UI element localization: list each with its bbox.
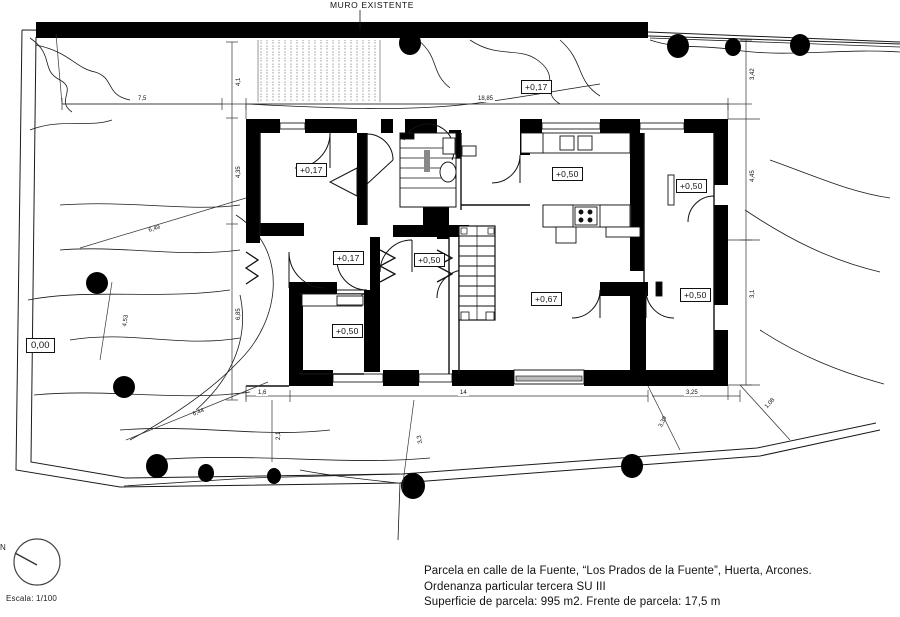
paving-hatch	[258, 40, 380, 102]
existing-wall	[36, 22, 900, 48]
dimension-text: 4,1	[236, 77, 242, 86]
dimension-text: 3,3	[416, 434, 424, 444]
caption-line-2: Ordenanza particular tercera SU III	[424, 580, 606, 593]
caption-line-1: Parcela en calle de la Fuente, “Los Prad…	[424, 565, 812, 577]
elevation-marker: +0,17	[296, 163, 327, 177]
datum-marker: 0,00	[26, 338, 55, 353]
elevation-marker: +0,50	[332, 324, 363, 338]
dimension-text: 3,25	[684, 390, 700, 396]
elevation-marker: +0,17	[333, 251, 364, 265]
furniture-misc	[301, 132, 675, 307]
elevation-marker: +0,50	[680, 288, 711, 302]
dimension-text: 3,1	[750, 289, 756, 298]
stair-main	[458, 225, 496, 321]
terrain-curves	[27, 37, 900, 541]
kitchen-fixtures	[520, 132, 641, 244]
elevation-marker: +0,50	[414, 253, 445, 267]
compass-rose	[13, 538, 61, 586]
dimension-text: 1,6	[256, 390, 269, 396]
plan-caption: Parcela en calle de la Fuente, “Los Prad…	[424, 564, 894, 611]
elevation-marker: +0,67	[531, 292, 562, 306]
compass-north-label: N	[0, 543, 6, 552]
dimension-text: 4,35	[236, 166, 242, 178]
dimension-lines	[55, 33, 791, 491]
bathroom-fixtures	[439, 137, 477, 183]
site-boundary	[15, 29, 900, 488]
dimension-text: 3,42	[750, 68, 756, 80]
dimension-text: 6,85	[236, 308, 242, 320]
elevation-marker: +0,50	[676, 179, 707, 193]
dimension-text: 7,5	[136, 96, 149, 102]
existing-wall-label: MURO EXISTENTE	[330, 0, 414, 10]
dimension-text: 18,85	[476, 96, 496, 102]
dimension-text: 4,45	[750, 170, 756, 182]
caption-line-3: Superficie de parcela: 995 m2. Frente de…	[424, 596, 721, 608]
elevation-marker: +0,50	[552, 167, 583, 181]
tree-markers	[86, 31, 810, 499]
dimension-text: 2,1	[276, 431, 282, 440]
elevation-marker: +0,17	[521, 80, 552, 94]
dimension-text: 14	[458, 390, 469, 396]
scale-label: Escala: 1/100	[6, 594, 58, 603]
